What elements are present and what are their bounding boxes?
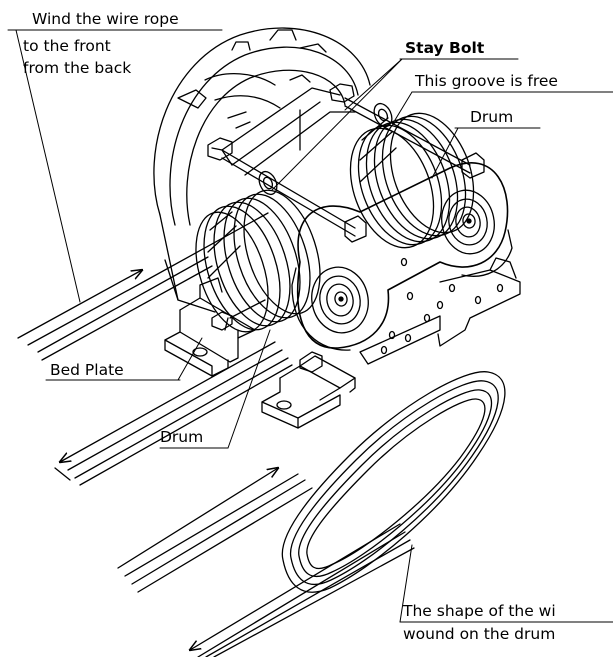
stay-bolt-front <box>177 74 367 243</box>
drum-front <box>195 189 321 333</box>
wire-rope-top-left <box>17 212 269 361</box>
back-hub <box>441 189 495 255</box>
leader-lines <box>7 29 613 623</box>
label-shape-line2: wound on the drum <box>403 625 555 643</box>
bed-plate-left <box>164 277 266 377</box>
side-plate <box>291 162 513 351</box>
wire-rope-bottom-in <box>117 468 313 593</box>
label-wind-line1: Wind the wire rope <box>32 10 179 28</box>
front-hub <box>311 266 369 334</box>
wire-rope-wound-shape <box>281 371 506 593</box>
label-bed-plate: Bed Plate <box>50 361 124 379</box>
label-groove-free: This groove is free <box>414 72 558 90</box>
label-shape-line1: The shape of the wi <box>402 602 556 620</box>
label-wind-line2: to the front <box>23 37 111 55</box>
plate-holes <box>388 257 456 340</box>
bed-plate-right <box>261 257 521 429</box>
wire-rope-lower-left <box>54 341 293 486</box>
drum-back <box>349 112 475 249</box>
label-wind-line3: from the back <box>23 59 131 77</box>
label-stay-bolt: Stay Bolt <box>405 39 485 57</box>
top-frame <box>211 87 356 176</box>
label-drum-top: Drum <box>470 108 513 126</box>
motor-housing <box>153 27 371 313</box>
label-drum-bottom: Drum <box>160 428 203 446</box>
